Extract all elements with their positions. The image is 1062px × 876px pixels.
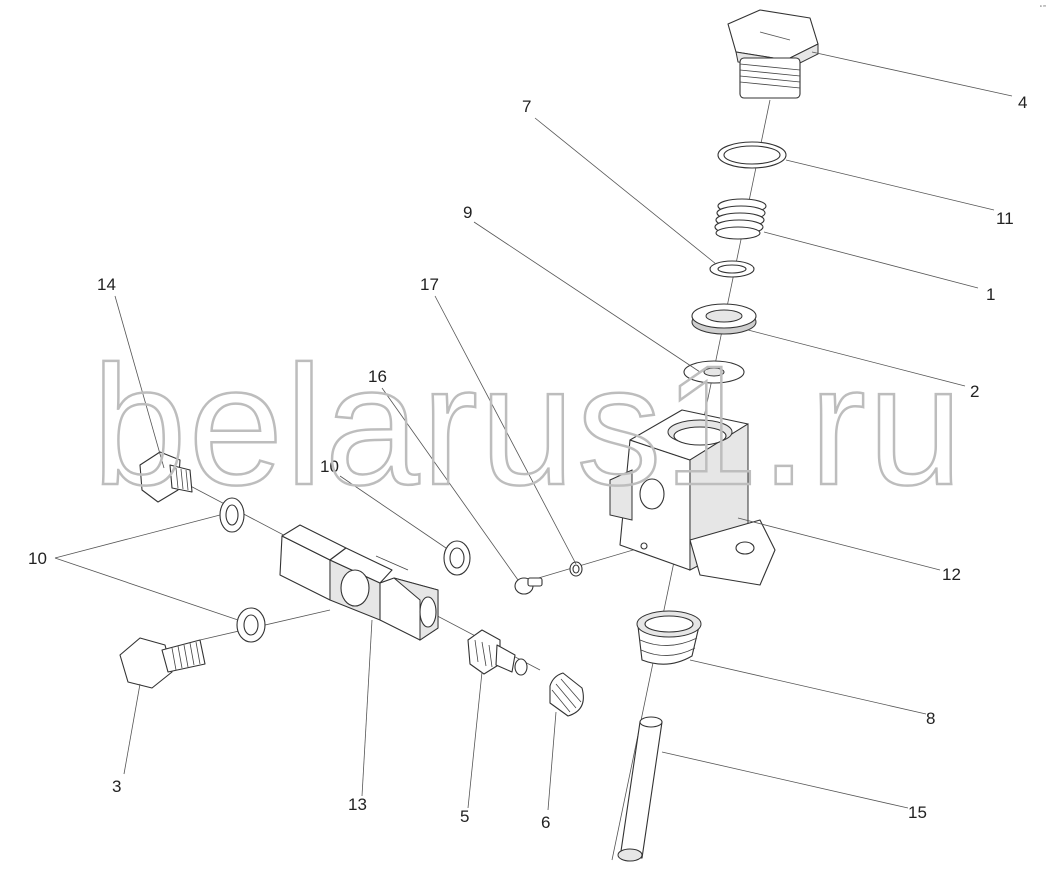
callout-14: 14 bbox=[97, 275, 116, 294]
part-4-hex-plug bbox=[727, 9, 819, 99]
callout-6: 6 bbox=[541, 813, 550, 832]
callout-11: 11 bbox=[996, 209, 1014, 228]
part-10-washer-a bbox=[219, 497, 245, 533]
watermark-text: belarus1.ru bbox=[92, 331, 965, 521]
part-8-sleeve bbox=[636, 610, 702, 665]
part-3-hex-bolt bbox=[119, 637, 206, 689]
part-10-washer-b bbox=[236, 607, 266, 643]
callout-9: 9 bbox=[463, 203, 472, 222]
part-16-screw bbox=[514, 577, 543, 595]
part-1-spring bbox=[714, 198, 767, 240]
part-11-o-ring bbox=[717, 141, 787, 169]
callout-17: 17 bbox=[420, 275, 439, 294]
callout-16: 16 bbox=[368, 367, 387, 386]
part-12-valve-body bbox=[609, 409, 776, 586]
part-15-pin bbox=[617, 716, 663, 862]
callout-13: 13 bbox=[348, 795, 367, 814]
callout-10-left: 10 bbox=[28, 549, 47, 568]
part-14-banjo-bolt bbox=[139, 451, 193, 503]
part-17-small-washer bbox=[569, 561, 583, 577]
callout-15: 15 bbox=[908, 803, 927, 822]
part-13-banjo-block bbox=[279, 524, 439, 641]
callout-2: 2 bbox=[970, 382, 979, 401]
part-2-valve-disc bbox=[691, 303, 757, 335]
callout-1: 1 bbox=[986, 285, 995, 304]
callout-12: 12 bbox=[942, 565, 961, 584]
callout-4: 4 bbox=[1018, 93, 1027, 112]
part-9-gasket bbox=[683, 360, 745, 384]
corner-mark: ᵉ ᵐ bbox=[1040, 4, 1046, 10]
callout-7: 7 bbox=[522, 97, 531, 116]
callout-labels: 4 11 1 2 7 9 17 16 10 14 10 3 13 5 6 12 … bbox=[28, 93, 1027, 832]
part-7-washer bbox=[709, 260, 755, 278]
callout-8: 8 bbox=[926, 709, 935, 728]
callout-3: 3 bbox=[112, 777, 121, 796]
part-6-cap bbox=[549, 672, 584, 717]
part-5-fitting bbox=[467, 629, 528, 676]
callout-5: 5 bbox=[460, 807, 469, 826]
part-10-washer-c bbox=[443, 540, 471, 576]
leader-lines bbox=[54, 51, 1013, 811]
callout-10-upper: 10 bbox=[320, 457, 339, 476]
